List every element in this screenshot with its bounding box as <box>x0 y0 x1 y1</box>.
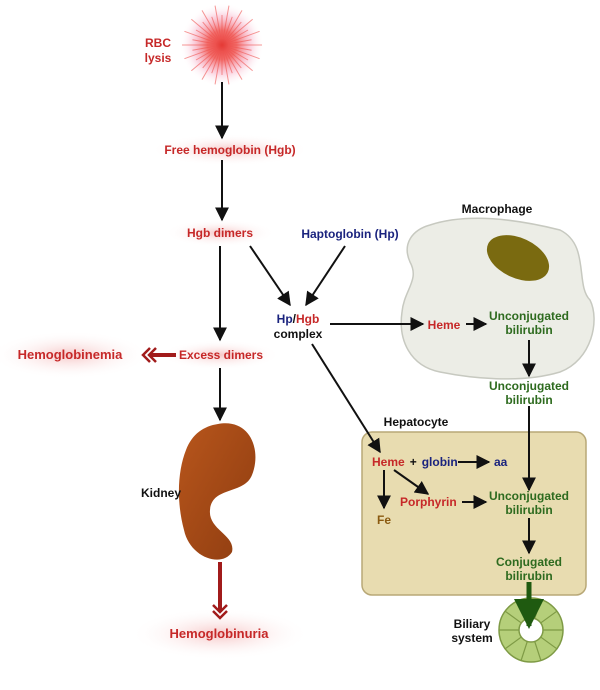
lysis-label: lysis <box>145 51 172 65</box>
kidney-shape <box>178 423 256 560</box>
mac-heme-label: Heme <box>428 318 461 332</box>
hemoglobinuria-label: Hemoglobinuria <box>170 626 270 641</box>
rbc-label: RBC <box>145 36 171 50</box>
hep-aa-label: aa <box>494 455 508 469</box>
excess-dimers-label: Excess dimers <box>179 348 263 362</box>
arrow-hp-to-complex <box>305 245 346 307</box>
arrow-heme-to-porphyrin <box>393 469 430 495</box>
complex-label-line1: Hp/Hgb <box>277 312 320 326</box>
label-glows <box>0 134 310 660</box>
arrow-dimers-to-complex <box>249 245 291 307</box>
rbc-lysis-burst-icon <box>180 3 264 87</box>
hemoglobinemia-arrow <box>141 347 176 363</box>
mac-bilirubin-label: bilirubin <box>505 323 552 337</box>
hemoglobinemia-label: Hemoglobinemia <box>18 347 124 362</box>
hepatocyte-label: Hepatocyte <box>384 415 449 429</box>
blood-unconjugated-label: Unconjugated <box>489 379 569 393</box>
hep-porphyrin-label: Porphyrin <box>400 495 457 509</box>
macrophage-label: Macrophage <box>462 202 533 216</box>
conj-bilirubin-label: bilirubin <box>505 569 552 583</box>
free-hgb-label: Free hemoglobin (Hgb) <box>164 143 295 157</box>
complex-label-line2: complex <box>274 327 323 341</box>
macrophage-nucleus <box>486 235 550 281</box>
kidney-label: Kidney <box>141 486 181 500</box>
mac-unconjugated-label: Unconjugated <box>489 309 569 323</box>
blood-bilirubin-label: bilirubin <box>505 393 552 407</box>
hep-unconjugated-label: Unconjugated <box>489 489 569 503</box>
hemoglobinuria-arrow <box>212 562 228 620</box>
haptoglobin-label: Haptoglobin (Hp) <box>301 227 398 241</box>
system-label: system <box>451 631 492 645</box>
arrow-complex-to-hepatocyte <box>311 343 381 454</box>
hgb-dimers-label: Hgb dimers <box>187 226 253 240</box>
conjugated-label: Conjugated <box>496 555 562 569</box>
hep-bilirubin-label: bilirubin <box>505 503 552 517</box>
hep-heme-label: Heme+globin <box>372 455 458 469</box>
biliary-label: Biliary <box>454 617 491 631</box>
hep-fe-label: Fe <box>377 513 391 527</box>
arrows <box>213 82 536 555</box>
